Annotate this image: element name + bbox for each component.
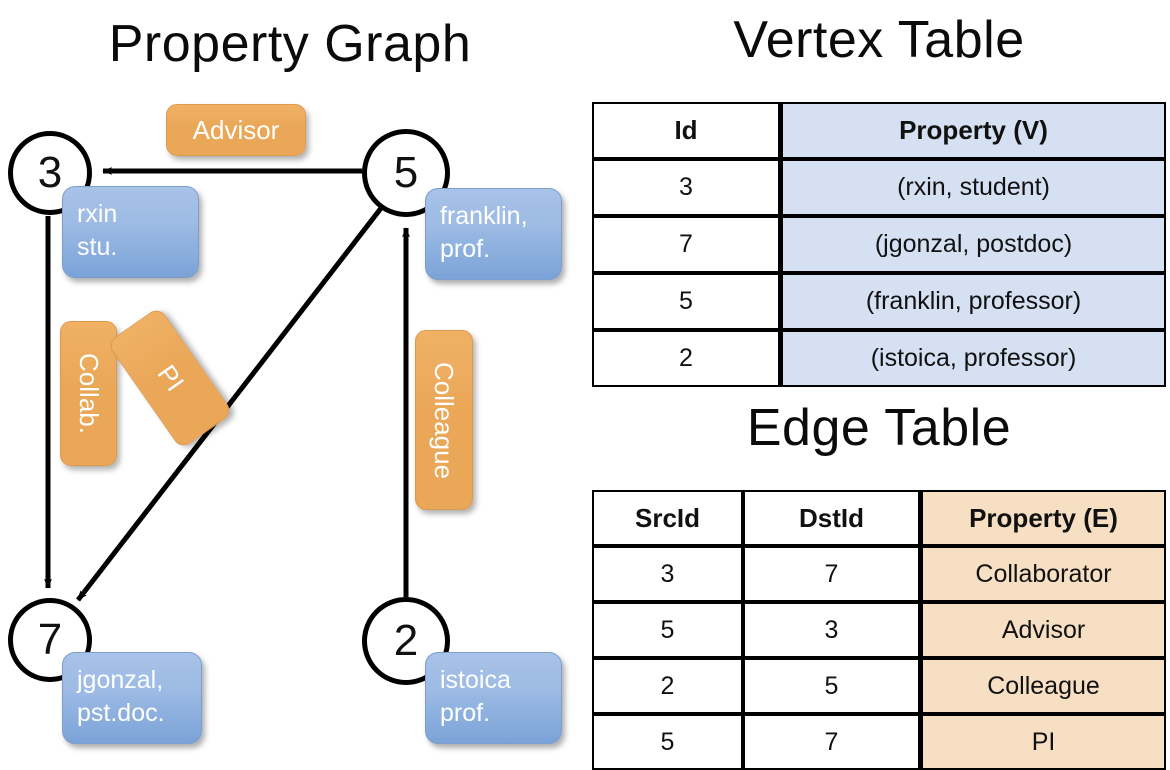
- edge-label-pi-text: PI: [151, 359, 190, 397]
- edge-table-cell-dstid: 7: [743, 546, 920, 602]
- edge-label-advisor-text: Advisor: [192, 114, 280, 145]
- page-title-property-graph: Property Graph: [108, 15, 472, 73]
- edge-table-cell-srcid: 3: [592, 546, 743, 602]
- edge-label-collab: Collab.: [60, 321, 117, 466]
- edge-table-cell-property: Colleague: [920, 658, 1166, 714]
- edge-label-colleague: Colleague: [415, 330, 473, 510]
- vertex-property-box-3-line2: stu.: [77, 232, 118, 261]
- vertex-table-cell-property: (franklin, professor): [780, 273, 1166, 330]
- edge-table-cell-srcid: 5: [592, 602, 743, 658]
- edge-table-cell-property: PI: [920, 714, 1166, 770]
- edge-table-cell-srcid: 2: [592, 658, 743, 714]
- vertex-property-box-5-line1: franklin,: [440, 202, 528, 230]
- edge-table-header-srcid: SrcId: [592, 490, 743, 546]
- edge-table-cell-property: Collaborator: [920, 546, 1166, 602]
- edge-table-header-dstid: DstId: [743, 490, 920, 546]
- vertex-table-header-property: Property (V): [780, 102, 1166, 159]
- property-graph-diagram: 3 5 7 2 rxin stu. franklin, prof. jgonza…: [0, 0, 582, 760]
- edge-table-cell-dstid: 3: [743, 602, 920, 658]
- table-row: 3 (rxin, student): [592, 159, 1166, 216]
- edge-table-cell-dstid: 5: [743, 658, 920, 714]
- edge-5-to-7-pi: [76, 201, 387, 602]
- graph-node-5-label: 5: [393, 148, 419, 197]
- vertex-table-header-row: Id Property (V): [592, 102, 1166, 159]
- vertex-table-cell-property: (jgonzal, postdoc): [780, 216, 1166, 273]
- vertex-table-cell-property: (rxin, student): [780, 159, 1166, 216]
- vertex-table: Id Property (V) 3 (rxin, student) 7 (jgo…: [592, 102, 1166, 387]
- vertex-property-box-3: rxin stu.: [62, 186, 199, 278]
- vertex-property-box-5-line2: prof.: [440, 234, 491, 263]
- vertex-table-cell-id: 7: [592, 216, 780, 273]
- page-title-edge-table: Edge Table: [746, 399, 1012, 457]
- vertex-table-header-id: Id: [592, 102, 780, 159]
- table-row: 5 3 Advisor: [592, 602, 1166, 658]
- edge-table-header-row: SrcId DstId Property (E): [592, 490, 1166, 546]
- graph-edges-svg: [44, 167, 410, 602]
- vertex-table-cell-id: 3: [592, 159, 780, 216]
- edge-table-cell-dstid: 7: [743, 714, 920, 770]
- vertex-table-cell-property: (istoica, professor): [780, 330, 1166, 387]
- edge-table-header-property: Property (E): [920, 490, 1166, 546]
- graph-node-2-label: 2: [393, 616, 419, 665]
- graph-node-3-label: 3: [37, 148, 63, 197]
- vertex-table-cell-id: 2: [592, 330, 780, 387]
- table-row: 3 7 Collaborator: [592, 546, 1166, 602]
- edge-table: SrcId DstId Property (E) 3 7 Collaborato…: [592, 490, 1166, 770]
- edge-table-cell-property: Advisor: [920, 602, 1166, 658]
- table-row: 5 7 PI: [592, 714, 1166, 770]
- vertex-property-box-7-line2: pst.doc.: [77, 698, 165, 727]
- table-row: 7 (jgonzal, postdoc): [592, 216, 1166, 273]
- edge-label-colleague-text: Colleague: [429, 361, 460, 479]
- graph-node-2[interactable]: 2: [362, 597, 450, 685]
- vertex-property-box-5: franklin, prof.: [425, 188, 562, 280]
- table-row: 5 (franklin, professor): [592, 273, 1166, 330]
- table-row: 2 5 Colleague: [592, 658, 1166, 714]
- graph-node-7-label: 7: [37, 615, 63, 664]
- edge-table-cell-srcid: 5: [592, 714, 743, 770]
- edge-label-advisor: Advisor: [166, 104, 306, 156]
- vertex-property-box-7: jgonzal, pst.doc.: [62, 652, 202, 744]
- vertex-property-box-7-line1: jgonzal,: [77, 666, 164, 694]
- vertex-table-cell-id: 5: [592, 273, 780, 330]
- page-title-vertex-table: Vertex Table: [733, 11, 1025, 69]
- edge-label-collab-text: Collab.: [74, 353, 104, 434]
- vertex-property-box-3-line1: rxin: [77, 200, 118, 228]
- vertex-property-box-2-line2: prof.: [440, 698, 491, 727]
- vertex-property-box-2-line1: istoica: [440, 666, 511, 694]
- vertex-property-box-2: istoica prof.: [425, 652, 562, 744]
- table-row: 2 (istoica, professor): [592, 330, 1166, 387]
